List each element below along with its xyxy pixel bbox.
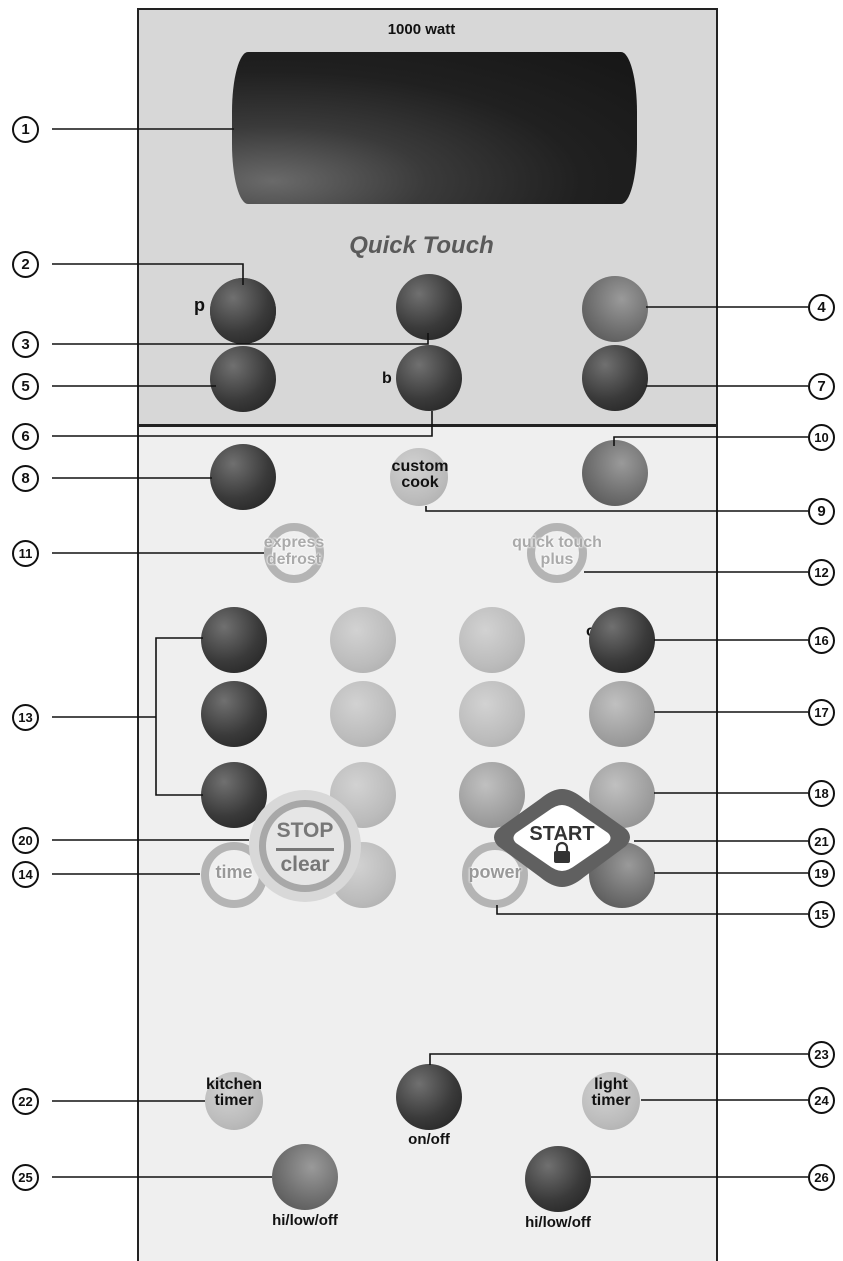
- quick-touch-plus-line1: quick touch: [512, 534, 602, 551]
- callout-6: 6: [12, 423, 39, 450]
- power-label: power: [468, 862, 522, 882]
- callout-12: 12: [808, 559, 835, 586]
- kitchen-timer-line2: timer: [214, 1092, 254, 1109]
- light-timer-button[interactable]: [582, 1072, 640, 1130]
- custom-cook-line1: custom: [391, 458, 449, 475]
- upper-right-button[interactable]: [582, 276, 648, 342]
- start-button[interactable]: START: [488, 785, 636, 890]
- express-defrost-line1: express: [263, 534, 325, 551]
- callout-10: 10: [808, 424, 835, 451]
- fan-hi-low-off-right-button[interactable]: [525, 1146, 591, 1212]
- mid-right-button[interactable]: [582, 345, 648, 411]
- clear-label: clear: [280, 853, 330, 876]
- kitchen-timer-label: kitchen timer: [194, 1077, 274, 1109]
- callout-4: 4: [808, 294, 835, 321]
- callout-2: 2: [12, 251, 39, 278]
- custom-cook-line2: cook: [401, 474, 439, 491]
- mid-left-button[interactable]: [210, 346, 276, 412]
- callout-18: 18: [808, 780, 835, 807]
- callout-26: 26: [808, 1164, 835, 1191]
- light-timer-line1: light: [594, 1076, 628, 1093]
- callout-13: 13: [12, 704, 39, 731]
- express-defrost-ring[interactable]: [264, 523, 324, 583]
- keypad-top-right-button[interactable]: [589, 607, 655, 673]
- kitchen-timer-button[interactable]: [205, 1072, 263, 1130]
- light-on-off-button[interactable]: [396, 1064, 462, 1130]
- custom-cook-label: custom cook: [380, 459, 460, 491]
- hi-low-off-right-label: hi/low/off: [525, 1214, 591, 1231]
- custom-cook-button[interactable]: [390, 448, 448, 506]
- stop-clear-button[interactable]: STOP clear: [259, 800, 351, 892]
- lower-right-button[interactable]: [582, 440, 648, 506]
- callout-19: 19: [808, 860, 835, 887]
- callout-9: 9: [808, 498, 835, 525]
- keypad-3[interactable]: [459, 607, 525, 673]
- callout-1: 1: [12, 116, 39, 143]
- callout-22: 22: [12, 1088, 39, 1115]
- keypad-9[interactable]: [459, 762, 525, 828]
- keypad-5[interactable]: [330, 681, 396, 747]
- light-timer-label: light timer: [575, 1077, 647, 1109]
- callout-23: 23: [808, 1041, 835, 1068]
- callout-8: 8: [12, 465, 39, 492]
- upper-left-button-face[interactable]: [210, 278, 276, 344]
- panel-divider: [137, 424, 718, 427]
- lock-icon: [554, 841, 570, 863]
- callout-16: 16: [808, 627, 835, 654]
- callout-3: 3: [12, 331, 39, 358]
- stop-label: STOP: [276, 819, 334, 842]
- kitchen-timer-line1: kitchen: [205, 1076, 262, 1093]
- callout-14: 14: [12, 861, 39, 888]
- keypad-2[interactable]: [330, 607, 396, 673]
- callout-5: 5: [12, 373, 39, 400]
- mid-center-button[interactable]: [396, 345, 462, 411]
- quick-touch-plus-line2: plus: [540, 550, 574, 568]
- callout-17: 17: [808, 699, 835, 726]
- express-defrost-label: express defrost: [249, 534, 339, 569]
- start-inner-shape: [513, 805, 611, 871]
- keypad-right-row2-button[interactable]: [589, 681, 655, 747]
- power-ring[interactable]: [462, 842, 528, 908]
- callout-20: 20: [12, 827, 39, 854]
- stop-divider: [276, 848, 334, 851]
- callout-24: 24: [808, 1087, 835, 1114]
- brand-label: Quick Touch: [349, 232, 494, 259]
- display-screen: [232, 52, 637, 204]
- fan-hi-low-off-left-button[interactable]: [272, 1144, 338, 1210]
- callout-7: 7: [808, 373, 835, 400]
- keypad-1[interactable]: [201, 607, 267, 673]
- lower-left-button[interactable]: [210, 444, 276, 510]
- express-defrost-line2: defrost: [266, 550, 322, 568]
- keypad-6[interactable]: [459, 681, 525, 747]
- callout-25: 25: [12, 1164, 39, 1191]
- callout-11: 11: [12, 540, 39, 567]
- on-off-label: on/off: [408, 1131, 450, 1148]
- quick-touch-plus-ring[interactable]: [527, 523, 587, 583]
- wattage-label: 1000 watt: [387, 21, 456, 38]
- start-label: START: [529, 823, 594, 845]
- callout-15: 15: [808, 901, 835, 928]
- keypad-4[interactable]: [201, 681, 267, 747]
- hi-low-off-left-label: hi/low/off: [272, 1212, 338, 1229]
- light-timer-line2: timer: [591, 1092, 631, 1109]
- time-label: time: [215, 862, 253, 882]
- callout-21: 21: [808, 828, 835, 855]
- upper-center-button[interactable]: [396, 274, 462, 340]
- quick-touch-plus-label: quick touch plus: [492, 534, 622, 569]
